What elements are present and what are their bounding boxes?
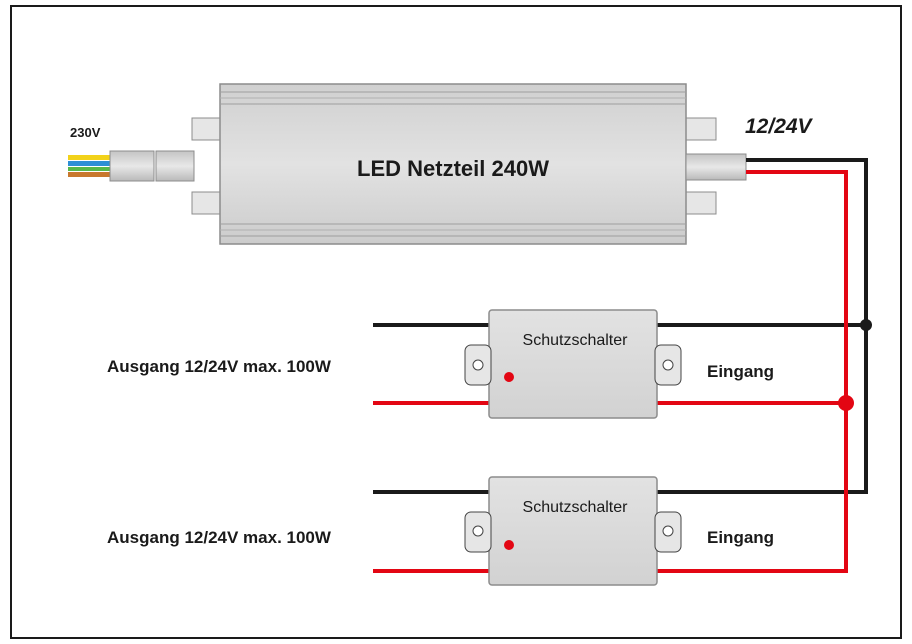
power-supply <box>191 83 717 245</box>
module-2-hole-right <box>662 525 674 537</box>
module-1-hole-left <box>472 359 484 371</box>
module-2-label: Schutzschalter <box>523 499 629 516</box>
module-1-body <box>488 309 658 419</box>
mains-wire-blue <box>68 161 112 166</box>
module-2-body <box>488 476 658 586</box>
mains-wire-yellow <box>68 155 112 160</box>
mounting-ear-right-top <box>686 117 717 141</box>
input-voltage-label: 230V <box>70 125 101 140</box>
protection-module-1 <box>373 309 682 419</box>
mains-cable-sheath-2 <box>155 150 195 182</box>
module-2-output-label: Ausgang 12/24V max. 100W <box>107 528 332 547</box>
output-voltage-label: 12/24V <box>745 115 814 138</box>
mains-wire-green <box>68 167 112 171</box>
negative-junction-dot <box>860 319 872 331</box>
module-1-output-label: Ausgang 12/24V max. 100W <box>107 357 332 376</box>
module-1-input-label: Eingang <box>707 362 774 381</box>
module-2-input-label: Eingang <box>707 528 774 547</box>
positive-bus-wire <box>656 170 848 573</box>
module-1-label: Schutzschalter <box>523 332 629 349</box>
module-2-led-indicator <box>504 540 514 550</box>
module-1-hole-right <box>662 359 674 371</box>
mains-cable <box>68 150 195 182</box>
protection-module-2 <box>373 476 682 586</box>
mounting-ear-left-bottom <box>191 191 222 215</box>
mounting-ear-right-bottom <box>686 191 717 215</box>
output-cable-sheath <box>685 153 747 181</box>
module-2-hole-left <box>472 525 484 537</box>
module-1-led-indicator <box>504 372 514 382</box>
mains-wire-brown <box>68 172 112 177</box>
power-supply-body <box>219 83 687 245</box>
positive-junction-dot <box>838 395 854 411</box>
mounting-ear-left-top <box>191 117 222 141</box>
mains-cable-sheath <box>109 150 155 182</box>
diagram-frame <box>10 5 902 639</box>
power-supply-label: LED Netzteil 240W <box>357 156 549 181</box>
